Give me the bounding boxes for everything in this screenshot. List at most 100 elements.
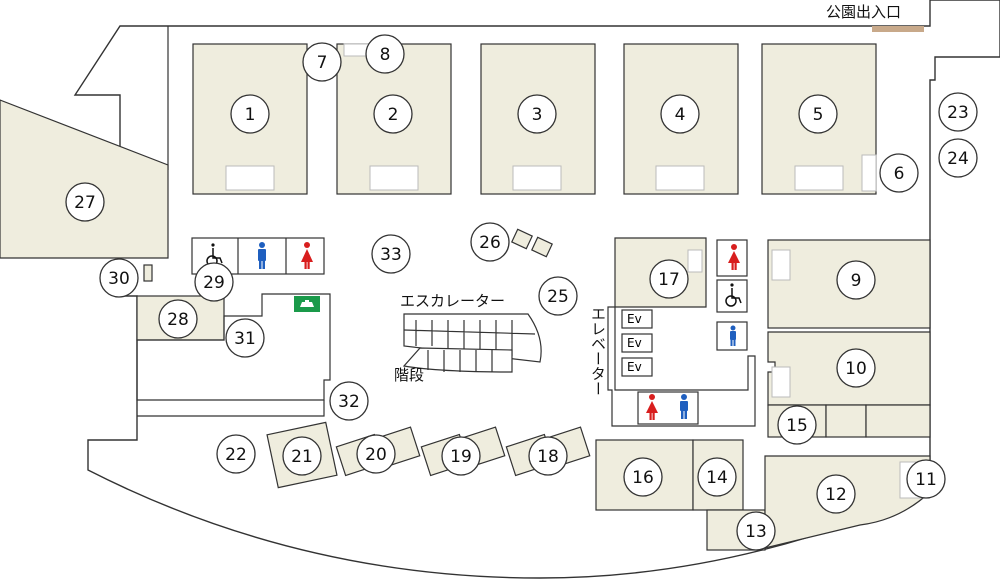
store-marker-5[interactable]: 5	[798, 94, 838, 134]
store-marker-circle[interactable]	[225, 318, 265, 358]
store-marker-20[interactable]: 20	[356, 434, 396, 474]
store-marker-circle[interactable]	[836, 260, 876, 300]
stairs-label: 階段	[394, 366, 424, 384]
store-marker-circle[interactable]	[777, 405, 817, 445]
restroom-wall	[237, 238, 287, 274]
store-marker-circle[interactable]	[879, 153, 919, 193]
store-marker-31[interactable]: 31	[225, 318, 265, 358]
store-marker-circle[interactable]	[538, 276, 578, 316]
ev-label-3: Ev	[627, 360, 642, 374]
store-marker-3[interactable]: 3	[517, 94, 557, 134]
stairs	[402, 347, 513, 373]
elevator-label: エレベーター	[589, 306, 607, 396]
store-marker-18[interactable]: 18	[528, 436, 568, 476]
store-marker-circle[interactable]	[836, 348, 876, 388]
store-number: 14	[706, 468, 728, 488]
store-marker-circle[interactable]	[230, 94, 270, 134]
store-marker-7[interactable]: 7	[302, 42, 342, 82]
wheelchair-icon-right	[725, 283, 742, 307]
store-number: 10	[845, 359, 867, 379]
store-marker-1[interactable]: 1	[230, 94, 270, 134]
store-marker-circle[interactable]	[441, 436, 481, 476]
men-restroom-icon	[258, 242, 736, 419]
store-marker-circle[interactable]	[216, 434, 256, 474]
escalator-label: エスカレーター	[400, 292, 505, 310]
store-marker-33[interactable]: 33	[371, 234, 411, 274]
store-number: 20	[365, 445, 387, 465]
store-marker-4[interactable]: 4	[660, 94, 700, 134]
store-marker-circle[interactable]	[282, 436, 322, 476]
store-marker-circle[interactable]	[660, 94, 700, 134]
store-marker-circle[interactable]	[816, 474, 856, 514]
store-marker-circle[interactable]	[649, 259, 689, 299]
store-marker-8[interactable]: 8	[365, 34, 405, 74]
store-marker-6[interactable]: 6	[879, 153, 919, 193]
store-marker-circle[interactable]	[906, 459, 946, 499]
store-marker-circle[interactable]	[371, 234, 411, 274]
store-marker-circle[interactable]	[517, 94, 557, 134]
store-number: 31	[234, 329, 256, 349]
store-marker-circle[interactable]	[736, 511, 776, 551]
store-number: 19	[450, 447, 472, 467]
park-exit-label: 公園出入口	[826, 3, 901, 21]
store-marker-27[interactable]: 27	[65, 182, 105, 222]
store-marker-17[interactable]: 17	[649, 259, 689, 299]
store-marker-circle[interactable]	[697, 457, 737, 497]
store-marker-circle[interactable]	[938, 92, 978, 132]
store-marker-circle[interactable]	[470, 222, 510, 262]
store-marker-21[interactable]: 21	[282, 436, 322, 476]
store-marker-circle[interactable]	[356, 434, 396, 474]
kiosk-30[interactable]	[143, 264, 153, 282]
store-marker-circle[interactable]	[158, 299, 198, 339]
store-marker-circle[interactable]	[302, 42, 342, 82]
kiosk-26b[interactable]	[530, 236, 554, 258]
store-number: 4	[675, 105, 686, 125]
store-marker-25[interactable]: 25	[538, 276, 578, 316]
store-marker-29[interactable]: 29	[194, 262, 234, 302]
store-marker-2[interactable]: 2	[373, 94, 413, 134]
store-marker-28[interactable]: 28	[158, 299, 198, 339]
store-marker-13[interactable]: 13	[736, 511, 776, 551]
store-marker-circle[interactable]	[938, 138, 978, 178]
store-number: 32	[338, 392, 360, 412]
phone-icon	[294, 296, 320, 312]
store-marker-32[interactable]: 32	[329, 381, 369, 421]
store-marker-10[interactable]: 10	[836, 348, 876, 388]
store-marker-circle[interactable]	[373, 94, 413, 134]
store-marker-26[interactable]: 26	[470, 222, 510, 262]
store-marker-11[interactable]: 11	[906, 459, 946, 499]
store-marker-circle[interactable]	[798, 94, 838, 134]
store-number: 18	[537, 447, 559, 467]
store-marker-14[interactable]: 14	[697, 457, 737, 497]
store-marker-circle[interactable]	[623, 457, 663, 497]
store-marker-circle[interactable]	[194, 262, 234, 302]
store-marker-19[interactable]: 19	[441, 436, 481, 476]
escalator	[402, 313, 542, 373]
store-marker-15[interactable]: 15	[777, 405, 817, 445]
store-number: 9	[851, 271, 862, 291]
store-marker-circle[interactable]	[528, 436, 568, 476]
store-marker-circle[interactable]	[99, 258, 139, 298]
store-marker-circle[interactable]	[365, 34, 405, 74]
store-number: 12	[825, 485, 847, 505]
store-15c[interactable]	[865, 404, 931, 438]
store-number: 29	[203, 273, 225, 293]
store-number: 22	[225, 445, 247, 465]
store-number: 30	[108, 269, 130, 289]
store-marker-23[interactable]: 23	[938, 92, 978, 132]
store-marker-circle[interactable]	[65, 182, 105, 222]
store-marker-22[interactable]: 22	[216, 434, 256, 474]
store-marker-24[interactable]: 24	[938, 138, 978, 178]
store-number: 15	[786, 416, 808, 436]
store-marker-9[interactable]: 9	[836, 260, 876, 300]
store-number: 16	[632, 468, 654, 488]
store-number: 25	[547, 287, 569, 307]
store-marker-30[interactable]: 30	[99, 258, 139, 298]
store-15b[interactable]	[825, 404, 867, 438]
store-27[interactable]	[0, 99, 169, 259]
store-marker-12[interactable]: 12	[816, 474, 856, 514]
store-marker-circle[interactable]	[329, 381, 369, 421]
kiosk-26a[interactable]	[510, 228, 534, 250]
store-marker-16[interactable]: 16	[623, 457, 663, 497]
